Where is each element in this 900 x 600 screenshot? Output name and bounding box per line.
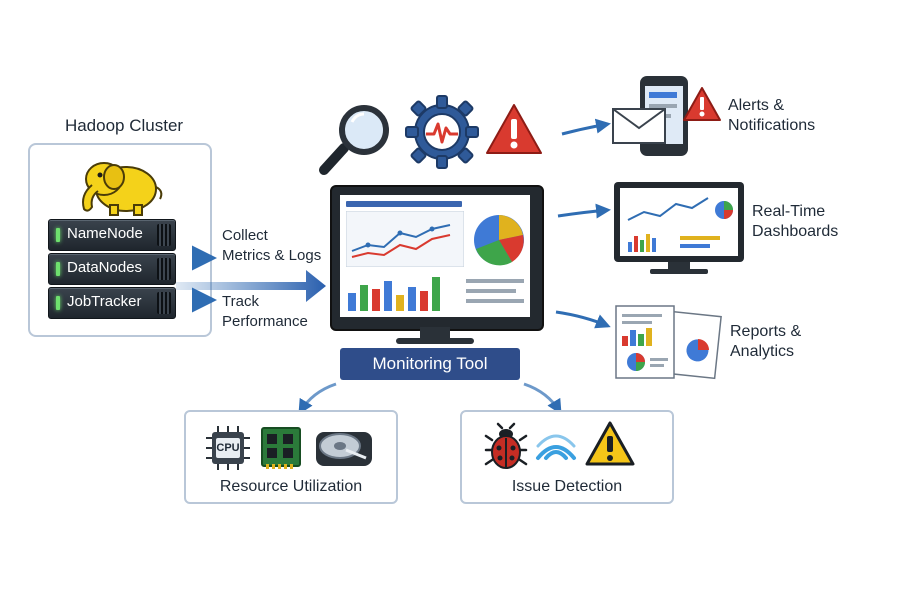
cpu-label: CPU — [216, 442, 240, 454]
memory-icon — [261, 427, 301, 469]
collect-metrics-label: Collect Metrics & Logs — [222, 227, 322, 264]
resource-utilization-panel: CPU Resource Utilization — [184, 410, 398, 504]
issue-detection-panel: Issue Detection — [460, 410, 674, 504]
bug-icon — [484, 422, 528, 469]
track-performance-label: Track Performance — [222, 293, 308, 330]
node-label: JobTracker — [67, 293, 142, 310]
arrow-to-reports — [555, 310, 611, 329]
cpu-icon — [206, 426, 250, 470]
monitor-base — [396, 338, 474, 344]
arrow-to-dashboards — [557, 203, 611, 219]
arrow-to-resource — [298, 382, 337, 415]
envelope-icon — [612, 108, 666, 144]
gear-pulse-icon — [405, 95, 479, 169]
resource-utilization-title: Resource Utilization — [219, 478, 363, 495]
screen-pie-chart — [474, 215, 524, 266]
arrow-to-issue — [523, 382, 562, 415]
alert-triangle-icon — [683, 87, 721, 121]
issue-detection-title: Issue Detection — [511, 478, 623, 495]
cluster-node-jobtracker: JobTracker — [48, 287, 176, 319]
elephant-icon — [82, 162, 163, 216]
monitor-stand — [420, 327, 450, 339]
monitor — [330, 185, 544, 331]
realtime-dashboards-label: Real-Time Dashboards — [752, 203, 839, 240]
arrow-to-alerts — [561, 118, 611, 136]
status-led-icon — [56, 262, 60, 276]
dashboard-monitor-icon — [614, 182, 744, 262]
screen-bar-chart — [348, 277, 440, 311]
warning-icon — [585, 421, 635, 466]
signal-icon — [536, 434, 576, 460]
alerts-notifications-label: Alerts & Notifications — [728, 97, 816, 134]
node-label: NameNode — [67, 225, 143, 242]
cluster-node-namenode: NameNode — [48, 219, 176, 251]
cluster-node-datanodes: DataNodes — [48, 253, 176, 285]
status-led-icon — [56, 228, 60, 242]
magnifier-icon — [319, 105, 389, 175]
disk-icon — [316, 432, 372, 466]
reports-analytics-label: Reports & Analytics — [730, 323, 802, 360]
screen-line-chart — [346, 211, 464, 267]
arrow-into-tool — [176, 270, 326, 302]
reports-icon — [615, 305, 722, 380]
status-led-icon — [56, 296, 60, 310]
node-label: DataNodes — [67, 259, 143, 276]
cluster-title: Hadoop Cluster — [64, 116, 184, 135]
monitoring-tool-label: Monitoring Tool — [340, 348, 520, 380]
alert-triangle-icon — [486, 104, 542, 154]
monitor-screen — [340, 195, 530, 317]
cluster-panel: NameNode DataNodes JobTracker — [28, 143, 212, 337]
